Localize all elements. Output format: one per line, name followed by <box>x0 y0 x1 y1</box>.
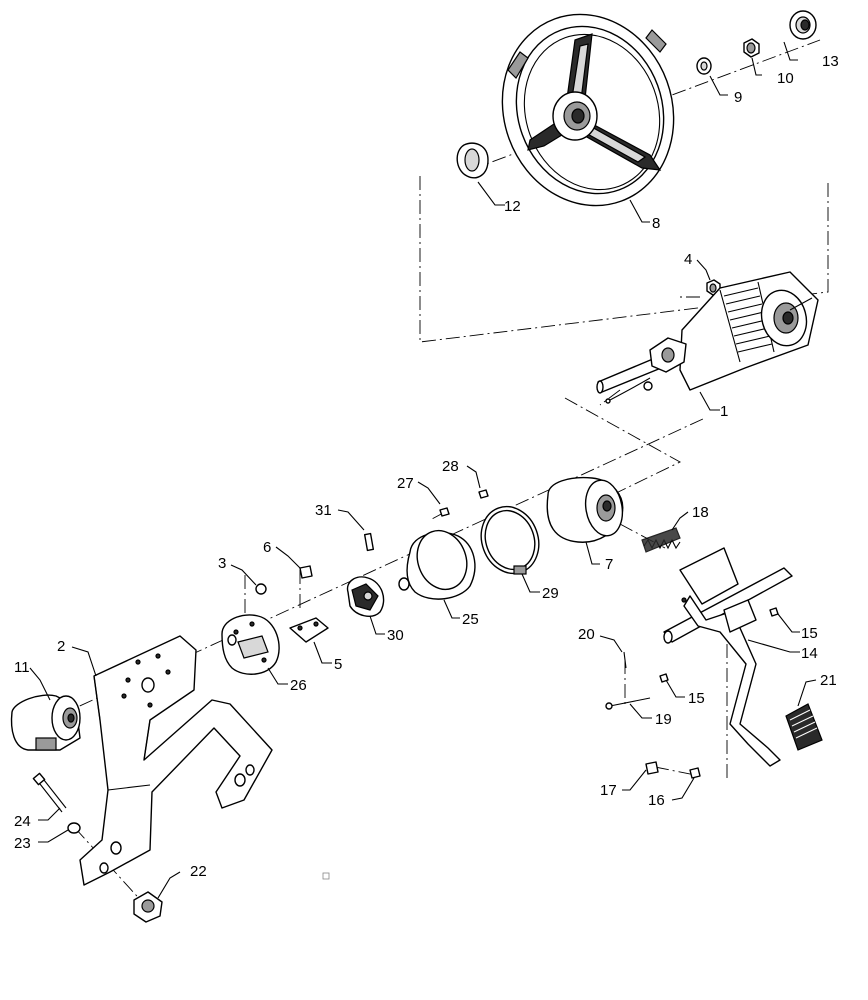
part-3-washer <box>255 583 267 595</box>
part-28-screw <box>478 489 489 499</box>
part-21-pedal-pad <box>785 703 823 751</box>
part-29-clamp <box>480 505 540 575</box>
callout-15-lower: 15 <box>688 690 705 707</box>
part-26-gasket <box>221 614 280 675</box>
part-22-nut <box>133 891 163 923</box>
callout-21: 21 <box>820 672 837 689</box>
callout-13: 13 <box>822 53 839 70</box>
callout-10: 10 <box>777 70 794 87</box>
callout-24: 24 <box>14 813 31 830</box>
part-20-pin <box>623 651 627 669</box>
part-30-switch <box>346 576 385 617</box>
callout-17: 17 <box>600 782 617 799</box>
callout-6: 6 <box>263 539 271 556</box>
callout-31: 31 <box>315 502 332 519</box>
part-7-housing <box>546 476 624 543</box>
part-18-spring <box>641 527 681 553</box>
part-2-bracket <box>79 635 273 886</box>
part-8-steering-wheel <box>501 13 675 207</box>
callout-22: 22 <box>190 863 207 880</box>
part-1-steering-column <box>596 271 819 404</box>
part-23-washer <box>67 822 81 834</box>
callout-15-upper: 15 <box>801 625 818 642</box>
callout-12: 12 <box>504 198 521 215</box>
callout-11: 11 <box>14 659 30 676</box>
callout-25: 25 <box>462 611 479 628</box>
part-16-nut <box>689 767 701 779</box>
callout-20: 20 <box>578 626 595 643</box>
callout-1: 1 <box>720 403 728 420</box>
part-13-washer <box>789 10 817 40</box>
callout-18: 18 <box>692 504 709 521</box>
callout-26: 26 <box>290 677 307 694</box>
callout-9: 9 <box>734 89 742 106</box>
part-31-pin <box>363 532 375 552</box>
callout-14: 14 <box>801 645 818 662</box>
callout-28: 28 <box>442 458 459 475</box>
callout-8: 8 <box>652 215 660 232</box>
part-9-washer <box>696 57 712 75</box>
leader-lines <box>29 41 817 899</box>
callout-4: 4 <box>684 251 692 268</box>
part-14-pedal-assembly <box>663 547 793 767</box>
callout-16: 16 <box>648 792 665 809</box>
part-12-cap-ring <box>456 142 489 179</box>
callout-23: 23 <box>14 835 31 852</box>
part-25-cover <box>398 529 476 600</box>
callout-2: 2 <box>57 638 65 655</box>
part-17-bolt <box>645 761 659 775</box>
part-11-motor <box>10 694 81 751</box>
callout-7: 7 <box>605 556 613 573</box>
callout-19: 19 <box>655 711 672 728</box>
part-19-pin <box>605 697 651 710</box>
callout-3: 3 <box>218 555 226 572</box>
part-15-upper-clip <box>769 607 779 617</box>
callout-27: 27 <box>397 475 414 492</box>
part-27-screw <box>439 507 450 517</box>
callout-30: 30 <box>387 627 404 644</box>
callout-5: 5 <box>334 656 342 673</box>
callout-29: 29 <box>542 585 559 602</box>
part-6-screw <box>299 565 313 579</box>
part-24-bolt <box>32 772 67 813</box>
page-marker <box>322 872 330 880</box>
part-10-nut <box>743 38 760 58</box>
callout-labels: 13 10 9 12 8 4 1 28 27 18 31 6 3 7 29 25… <box>14 53 839 880</box>
part-5-plate <box>289 617 329 643</box>
